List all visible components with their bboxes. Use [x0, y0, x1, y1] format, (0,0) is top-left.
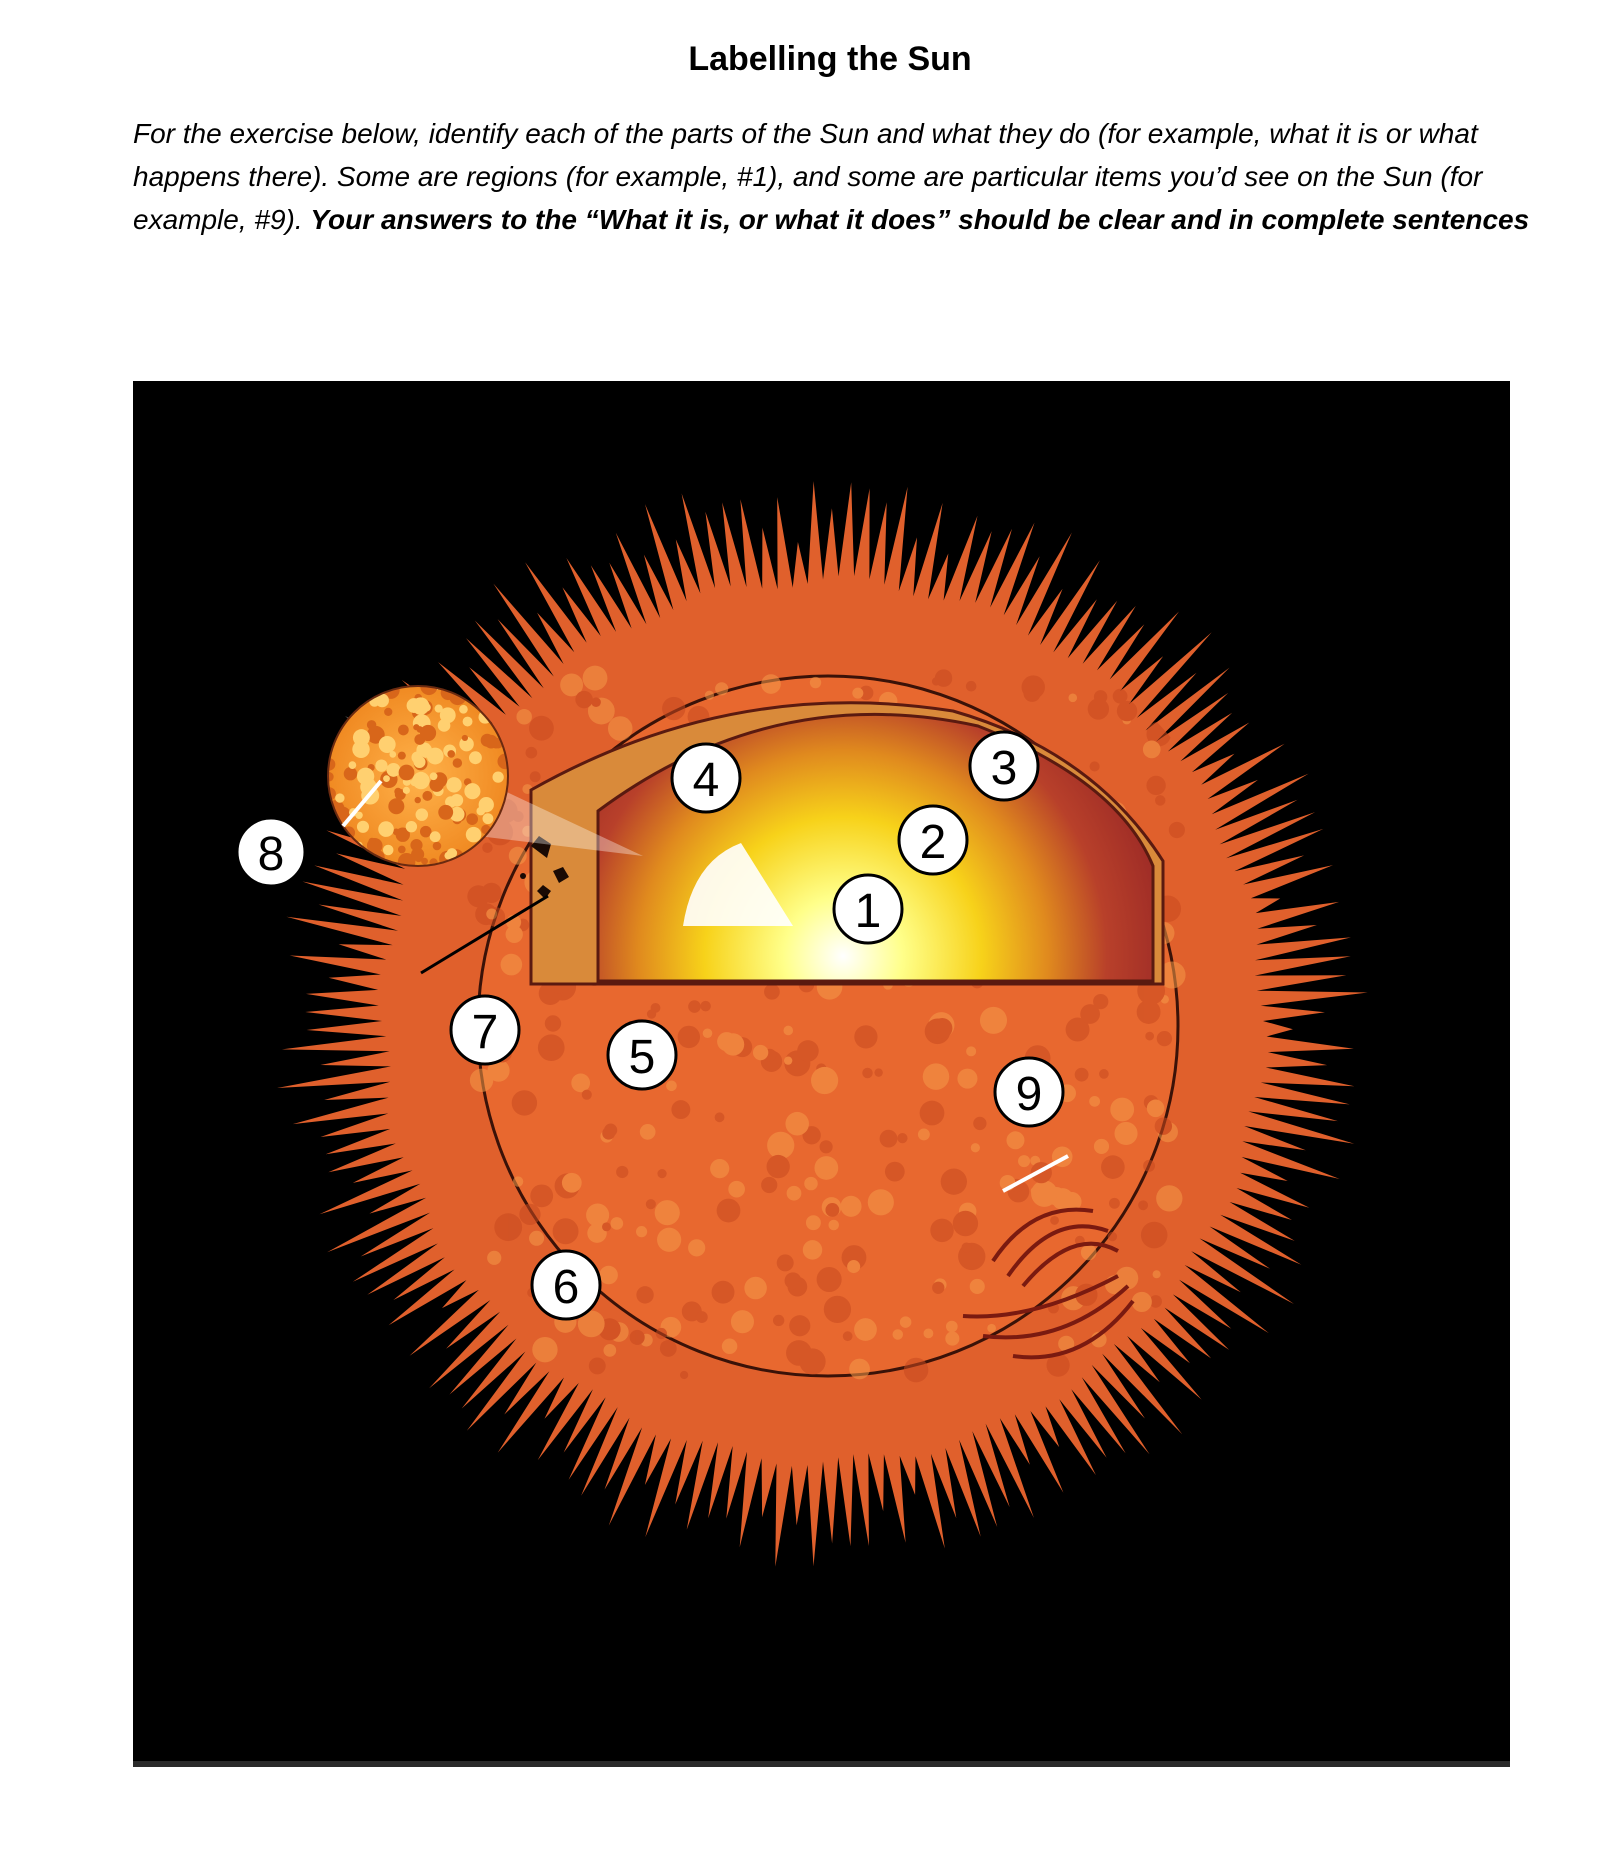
svg-text:3: 3 — [991, 742, 1018, 795]
granulation-magnifier — [327, 685, 643, 867]
page-title: Labelling the Sun — [688, 40, 972, 78]
svg-text:4: 4 — [693, 754, 720, 807]
svg-text:8: 8 — [258, 828, 285, 881]
sunspot-leader-line — [420, 894, 549, 975]
svg-text:5: 5 — [629, 1031, 656, 1084]
leader-lines — [341, 779, 1069, 1193]
sun-diagram-svg: 1 2 3 4 5 6 7 8 — [235, 481, 1368, 1567]
label-1: 1 — [832, 873, 904, 945]
sun-diagram: 1 2 3 4 5 6 7 8 — [133, 381, 1510, 1767]
label-5: 5 — [606, 1019, 678, 1091]
label-4: 4 — [670, 742, 742, 814]
instructions-paragraph: For the exercise below, identify each of… — [133, 112, 1533, 241]
label-9: 9 — [993, 1056, 1065, 1128]
instructions-bold-text: Your answers to the “What it is, or what… — [310, 204, 1530, 235]
instructions-text: For the exercise below, identify each of… — [133, 118, 1483, 235]
svg-text:2: 2 — [920, 816, 947, 869]
label-3: 3 — [968, 730, 1040, 802]
svg-text:6: 6 — [553, 1261, 580, 1314]
label-8: 8 — [235, 816, 307, 888]
solar-prominence — [962, 1207, 1135, 1360]
svg-text:7: 7 — [472, 1006, 499, 1059]
svg-text:1: 1 — [855, 885, 882, 938]
label-7: 7 — [449, 994, 521, 1066]
label-2: 2 — [897, 804, 969, 876]
svg-text:9: 9 — [1016, 1068, 1043, 1121]
label-6: 6 — [530, 1249, 602, 1321]
